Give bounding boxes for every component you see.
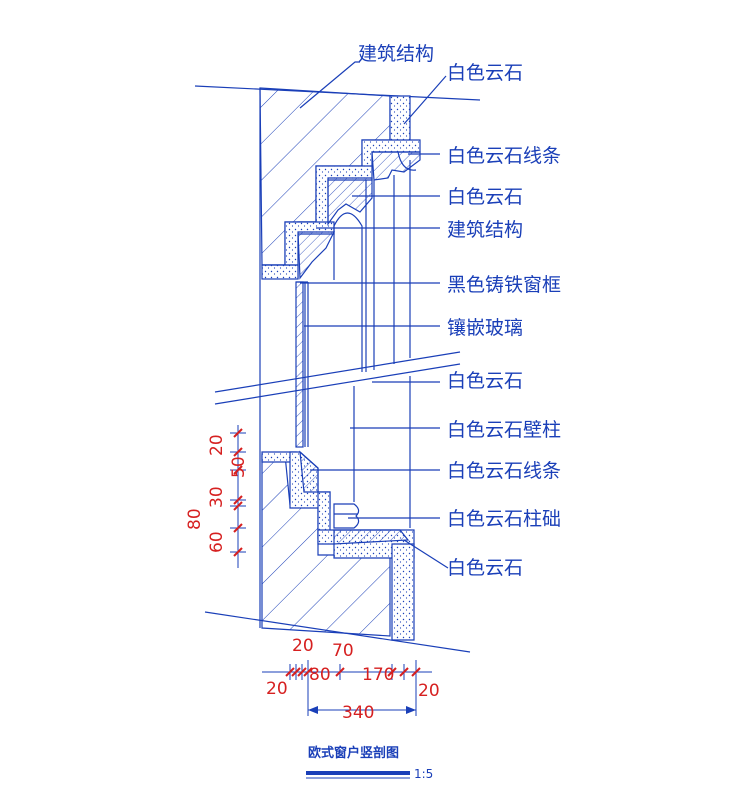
dim-v-30: 30 — [207, 486, 227, 508]
label-white-stone-bottom: 白色云石 — [447, 557, 523, 579]
callout-labels: 建筑结构 白色云石 白色云石线条 白色云石 建筑结构 黑色铸铁窗框 镶嵌玻璃 白… — [358, 43, 561, 579]
dim-h-70-top: 70 — [332, 641, 354, 661]
label-white-stone-pilaster: 白色云石壁柱 — [447, 419, 561, 441]
dim-v-80: 80 — [185, 508, 205, 530]
label-white-stone-top: 白色云石 — [447, 62, 523, 84]
label-white-stone-mid: 白色云石 — [447, 370, 523, 392]
dim-h-20-right: 20 — [418, 681, 440, 701]
dim-h-170: 170 — [362, 665, 394, 685]
leader-lines — [299, 61, 449, 569]
pilaster-lines — [353, 160, 411, 528]
break-line-lower — [214, 363, 461, 405]
break-line-upper — [214, 351, 461, 393]
label-white-stone-molding-bottom: 白色云石线条 — [447, 460, 561, 482]
label-white-stone-column-base: 白色云石柱础 — [447, 508, 561, 530]
drawing-scale: 1:5 — [414, 767, 433, 781]
drawing-title: 欧式窗户竖剖图 — [308, 745, 399, 761]
label-inlaid-glass: 镶嵌玻璃 — [447, 317, 523, 339]
label-white-stone-molding-top: 白色云石线条 — [447, 145, 561, 167]
label-white-stone-arch: 白色云石 — [447, 186, 523, 208]
dim-v-60: 60 — [207, 531, 227, 553]
dim-h-20-top: 20 — [292, 636, 314, 656]
title-block: 欧式窗户竖剖图 1:5 — [306, 745, 433, 781]
white-stone-bottom-profile — [261, 450, 415, 641]
horizontal-dimensions: 20 70 80 170 20 20 340 — [262, 636, 440, 723]
dim-h-20-left: 20 — [266, 679, 288, 699]
dim-h-340-total: 340 — [342, 703, 374, 723]
dim-h-80: 80 — [309, 665, 331, 685]
label-building-structure-top: 建筑结构 — [358, 43, 434, 65]
top-ledge — [261, 264, 299, 280]
dim-v-20: 20 — [207, 434, 227, 456]
vertical-dimensions: 20 50 30 80 60 — [185, 425, 249, 568]
label-black-iron-frame: 黑色铸铁窗框 — [447, 274, 561, 296]
dim-v-50: 50 — [229, 456, 249, 478]
label-building-structure-mid: 建筑结构 — [447, 219, 523, 241]
building-structure-wall — [194, 85, 481, 653]
window-frame-and-glass — [295, 281, 309, 448]
